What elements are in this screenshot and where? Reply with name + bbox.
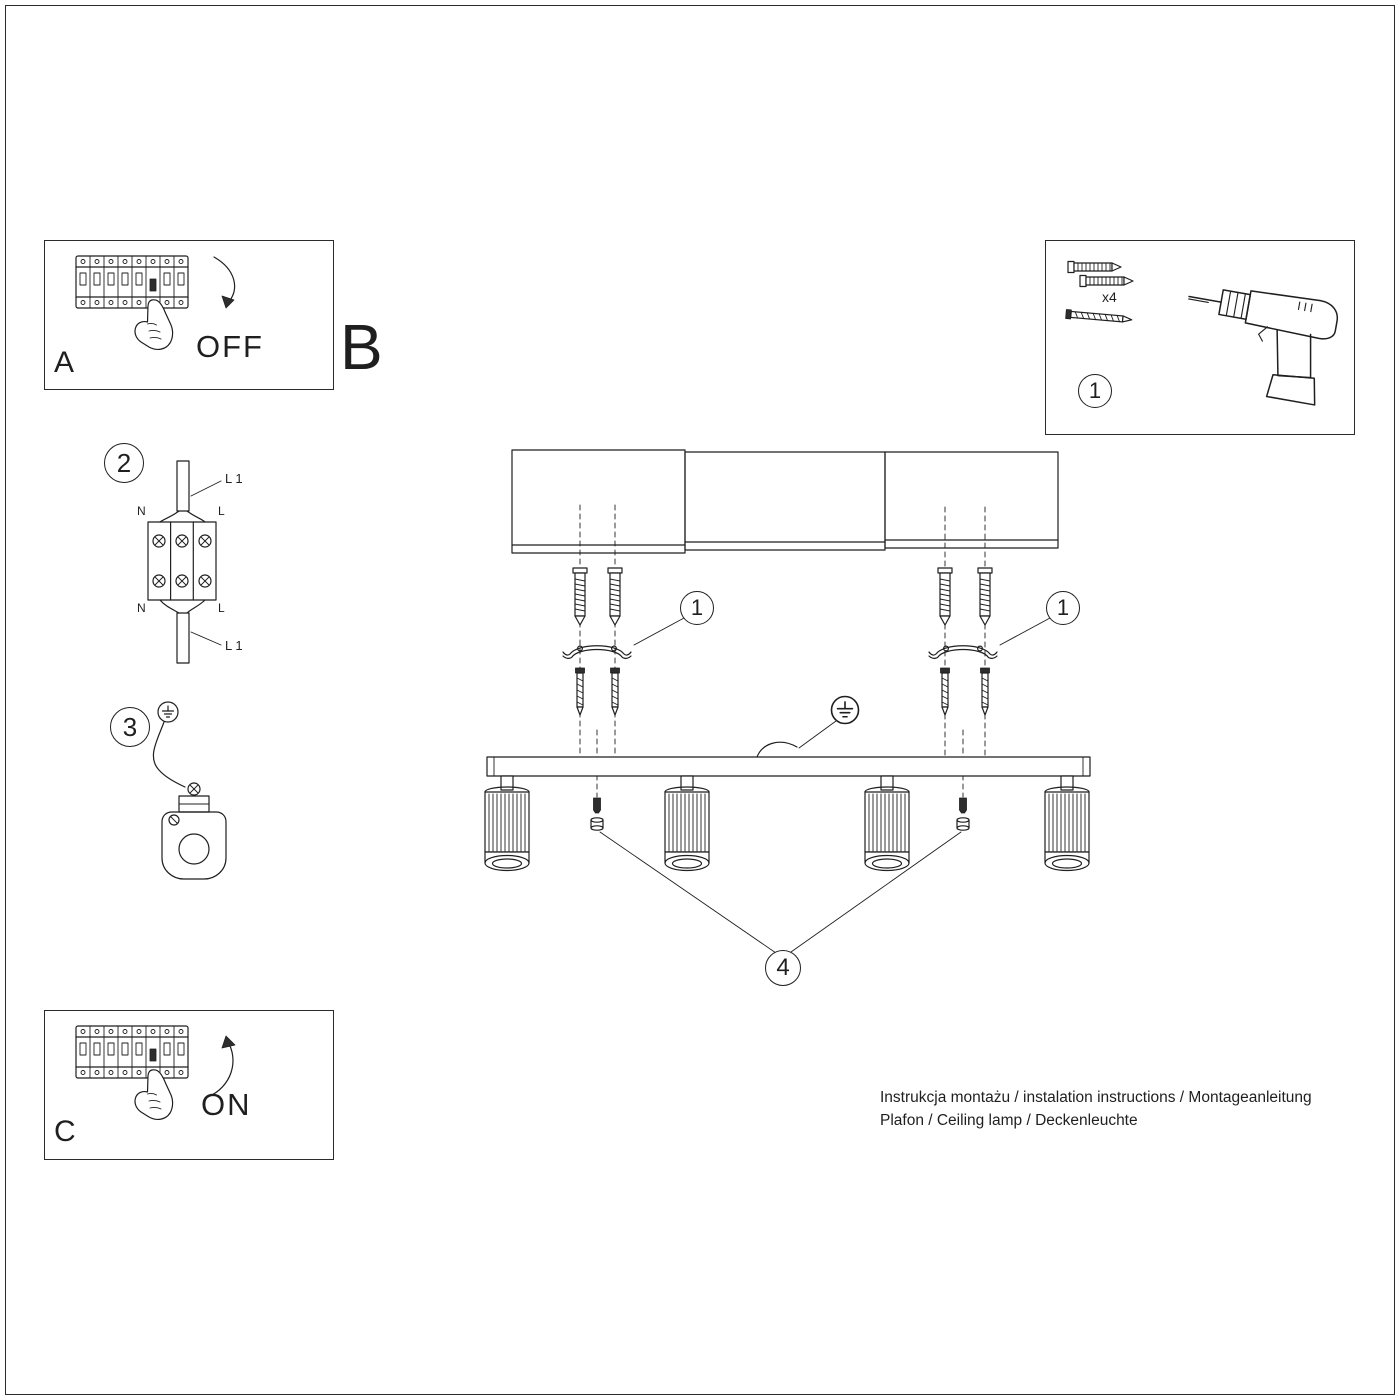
panel-c-label: C — [54, 1115, 76, 1148]
earth-symbol-icon — [157, 701, 179, 723]
callout-4-badge: 4 — [765, 950, 801, 986]
callout-line-left — [633, 617, 685, 646]
wire-label-l-top: L — [218, 504, 225, 518]
kit-drawing — [1065, 260, 1339, 406]
step-2-badge: 2 — [104, 443, 144, 483]
page-border — [5, 5, 1395, 1395]
ground-terminal-icon — [152, 701, 227, 880]
anchor-icons — [572, 567, 993, 626]
step-1-badge: 1 — [1078, 374, 1112, 408]
fastener-icon-right — [956, 797, 970, 831]
bracket-icon-right — [928, 645, 998, 659]
callout-line-4b — [790, 831, 962, 953]
panel-a-label: A — [54, 346, 75, 379]
wire-label-l1-top: L 1 — [225, 471, 243, 486]
kit-box — [1045, 240, 1355, 435]
bracket-icon-left — [562, 645, 632, 659]
centerlines — [579, 504, 986, 798]
terminal-block-icon — [147, 460, 222, 664]
footer-line-1: Instrukcja montażu / instalation instruc… — [880, 1089, 1312, 1106]
callout-line-right — [999, 617, 1051, 646]
wire-label-n-bottom: N — [137, 601, 146, 615]
lamp-bar-icon — [486, 756, 1091, 777]
wire-label-l1-bottom: L 1 — [225, 638, 243, 653]
footer-line-2: Plafon / Ceiling lamp / Deckenleuchte — [880, 1112, 1138, 1129]
drill-icon — [1188, 289, 1339, 406]
panel-b-label: B — [340, 311, 383, 383]
panel-a-box — [44, 240, 334, 390]
anchor-count-label: x4 — [1102, 289, 1117, 305]
assembly-diagram — [484, 449, 1091, 954]
callout-1-left-badge: 1 — [680, 591, 714, 625]
callout-1-right-badge: 1 — [1046, 591, 1080, 625]
breaker-switch-on-icon — [75, 1025, 236, 1121]
earth-symbol-icon — [756, 695, 860, 758]
step-3-badge: 3 — [110, 707, 150, 747]
wire-label-n-top: N — [137, 504, 146, 518]
breaker-switch-off-icon — [75, 255, 236, 351]
panel-c-state: ON — [201, 1087, 252, 1122]
spotlight-icons — [484, 775, 1090, 872]
panel-a-state: OFF — [196, 329, 264, 364]
callout-line-4a — [599, 831, 777, 954]
wire-label-l-bottom: L — [218, 601, 225, 615]
panel-c-box — [44, 1010, 334, 1160]
screw-icons — [574, 667, 991, 716]
ceiling-icon — [511, 449, 1059, 554]
fastener-icon-left — [590, 797, 604, 831]
